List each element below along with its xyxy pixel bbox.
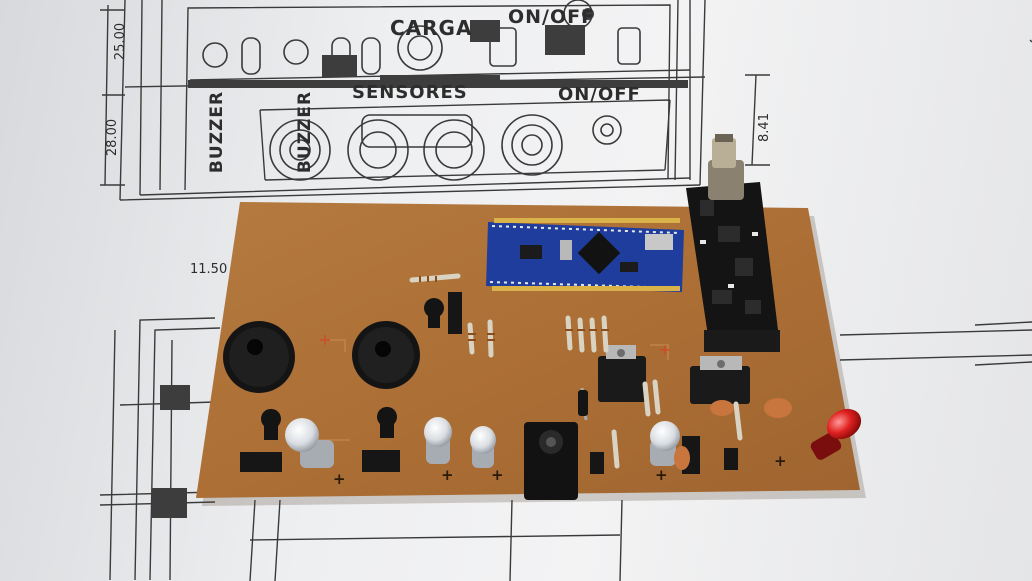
capacitor-3 [674,446,690,470]
polarity-mark-4: + [774,452,787,470]
voltage-regulator-2 [690,356,750,404]
resistor-8 [642,381,651,417]
pin-header-5 [724,448,738,470]
pin-header-1 [240,452,282,472]
pin-header-6 [590,452,604,474]
arduino-nano-board [486,218,684,292]
led-clear-3 [470,426,496,468]
polarity-mark-5: + [441,466,454,484]
led-clear-1 [285,418,334,468]
label-carga: CARGA [390,16,473,40]
dimension-11-50: 11.50 [190,262,228,277]
resistor-11 [611,429,620,469]
rf-module [686,134,780,352]
pin-header-3 [448,292,462,334]
label-sensores: SENSORES [352,82,468,103]
polarity-mark-1: + [333,470,346,488]
label-on-off-bottom: ON/OFF [558,84,641,105]
resistor-6 [589,317,597,353]
resistor-5 [577,317,585,353]
buzzer-1 [223,321,295,393]
led-clear-2 [424,417,452,464]
transistor-3 [376,406,397,438]
capacitor-1 [710,400,734,416]
resistor-3 [487,319,494,358]
polarity-mark-3: + [655,466,668,484]
transistor-1 [424,298,444,328]
led-clear-4 [650,421,680,466]
voltage-regulator-1 [598,345,646,402]
resistor-2 [467,322,475,355]
resistor-4 [565,315,573,351]
buzzer-2 [352,321,420,389]
dc-power-jack [524,422,578,500]
resistor-9 [652,379,661,415]
label-on-off-top: ON/OFF [508,6,596,28]
pin-header-2 [362,450,400,472]
sma-connector [708,160,744,200]
pcb-board [196,202,860,498]
transistor-2 [261,408,281,440]
resistor-7 [601,315,609,353]
capacitor-2 [764,398,792,418]
diode [578,387,588,421]
resistor-10 [733,401,743,441]
polarity-mark-2: + [491,466,504,484]
led-red [810,408,862,460]
